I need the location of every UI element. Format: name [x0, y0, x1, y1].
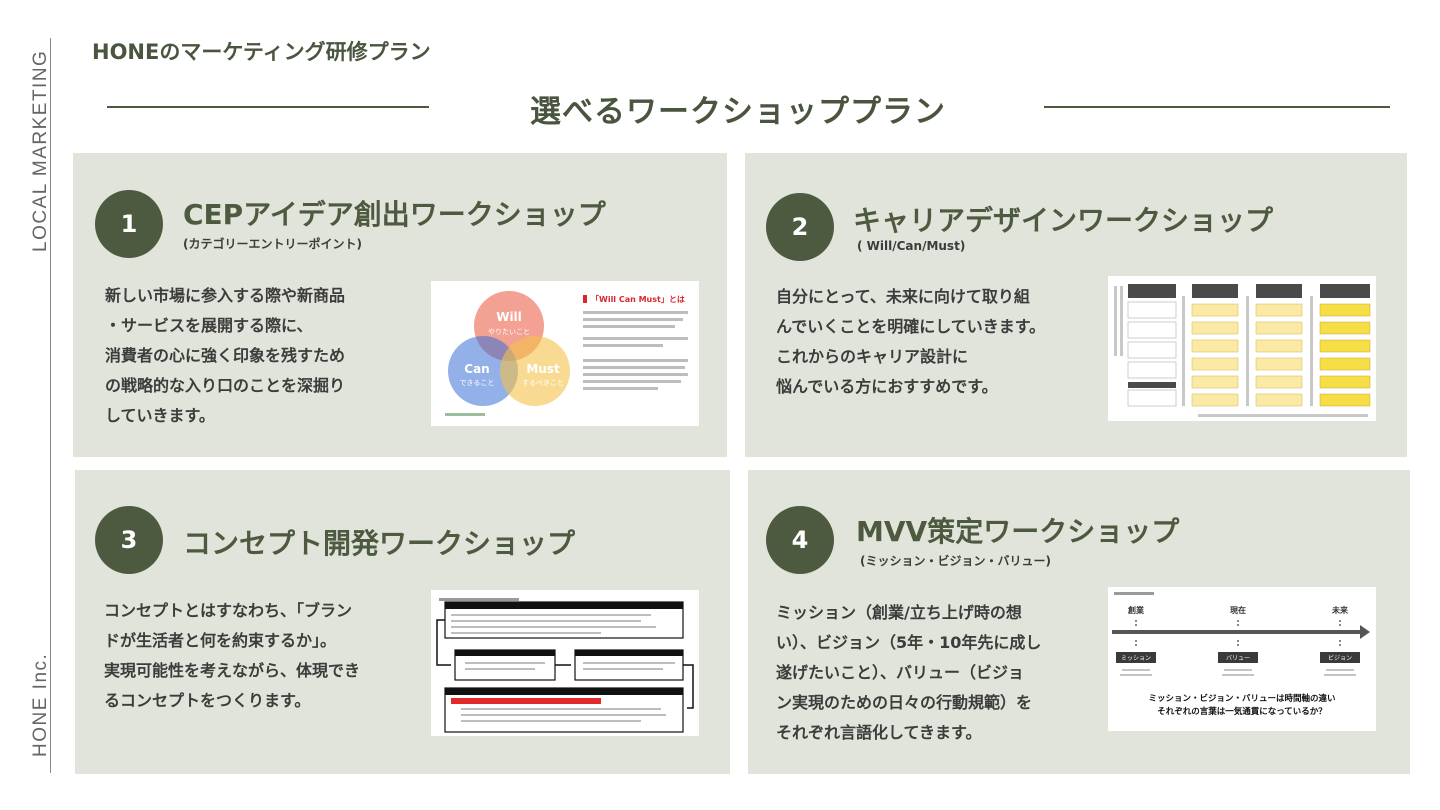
title-rule-right	[1044, 106, 1390, 108]
box-vision	[1320, 652, 1360, 663]
desc-line: い）、ビジョン（5年・10年先に成し	[776, 633, 1042, 652]
thumb-heading: 「Will Can Must」とは	[591, 294, 685, 304]
card-title: キャリアデザインワークショップ	[853, 204, 1274, 237]
flow-box-top-text	[451, 614, 656, 634]
timeline-caption-2: それぞれの言葉は一気通貫になっているか？	[1157, 706, 1327, 717]
thumb-heading-marker	[583, 295, 587, 303]
venn-diagram: Will やりたいこと Can できること Must するべきこと 「Will …	[445, 291, 688, 416]
flow-box-bottom-header	[445, 688, 683, 695]
table-left-boxes	[1127, 301, 1177, 407]
desc-line: ミッション（創業/立ち上げ時の想	[776, 603, 1022, 622]
desc-line: ・サービスを展開する際に、	[105, 316, 313, 335]
venn-must-circle	[500, 336, 570, 406]
card-description: 新しい市場に参入する際や新商品 ・サービスを展開する際に、 消費者の心に強く印象…	[105, 281, 425, 431]
desc-line: していきます。	[105, 406, 215, 425]
thumb-text-placeholder	[583, 311, 688, 390]
desc-line: るコンセプトをつくります。	[104, 691, 311, 710]
card-subtitle: ( Will/Can/Must)	[857, 239, 966, 253]
flow-box-middle-text	[465, 662, 675, 670]
workshop-card-cep: 1 CEPアイデア創出ワークショップ (カテゴリーエントリーポイント) 新しい市…	[73, 153, 727, 457]
concept-flow-thumbnail	[431, 590, 699, 736]
card-number-badge: 3	[95, 506, 163, 574]
mvv-timeline-thumbnail: 創業 現在 未来 ミッション バリュー ビジョン	[1108, 587, 1376, 731]
will-can-must-thumbnail: Will やりたいこと Can できること Must するべきこと 「Will …	[431, 281, 699, 426]
timeline-dots	[1135, 620, 1341, 646]
card-title: CEPアイデア創出ワークショップ	[183, 198, 606, 231]
flow-box-right-header	[575, 650, 683, 656]
timeline-label-founding: 創業	[1127, 605, 1145, 615]
table-gold-cells	[1319, 303, 1371, 407]
workshop-card-concept: 3 コンセプト開発ワークショップ コンセプトとはすなわち、「ブラン ドが生活者と…	[75, 470, 730, 774]
mvv-timeline: 創業 現在 未来 ミッション バリュー ビジョン	[1112, 592, 1370, 717]
venn-will-sub: やりたいこと	[488, 328, 530, 336]
desc-line: コンセプトとはすなわち、「ブラン	[104, 601, 353, 620]
workshop-card-career: 2 キャリアデザインワークショップ ( Will/Can/Must) 自分にとっ…	[745, 153, 1407, 457]
box-mission-label: ミッション	[1121, 655, 1151, 662]
flow-arrow-left	[436, 619, 451, 666]
desc-line: 遂げたいこと）、バリュー（ビジョ	[776, 663, 1025, 682]
desc-line: の戦略的な入り口のことを深掘り	[105, 376, 346, 395]
concept-flow-diagram	[436, 598, 694, 733]
desc-line: 実現可能性を考えながら、体現でき	[104, 661, 361, 680]
side-label-local-marketing: LOCAL MARKETING	[30, 49, 51, 252]
venn-will-label: Will	[496, 310, 522, 324]
flow-caption	[439, 598, 519, 601]
timeline-arrowhead	[1360, 625, 1370, 639]
workshop-card-mvv: 4 MVV策定ワークショップ (ミッション・ビジョン・バリュー) ミッション（創…	[748, 470, 1410, 774]
card-description: コンセプトとはすなわち、「ブラン ドが生活者と何を約束するか」。 実現可能性を考…	[104, 596, 424, 716]
flow-highlight	[451, 698, 601, 704]
box-vision-label: ビジョン	[1328, 654, 1352, 662]
venn-must-sub: するべきこと	[522, 379, 564, 387]
desc-line: これからのキャリア設計に	[776, 347, 969, 366]
table-section-header	[1128, 382, 1176, 388]
page-title: 選べるワークショッププラン	[530, 94, 946, 130]
box-descriptions	[1120, 669, 1356, 676]
timeline-label-future: 未来	[1331, 605, 1349, 615]
box-value-label: バリュー	[1226, 655, 1250, 662]
flow-box-left-header	[455, 650, 555, 656]
desc-line: それぞれ言語化してきます。	[776, 723, 982, 742]
flow-arrow-right	[683, 664, 694, 709]
framework-table	[1114, 284, 1371, 417]
table-column-headers	[1128, 284, 1370, 298]
venn-can-circle	[448, 336, 518, 406]
timeline-caption	[1114, 592, 1154, 595]
card-subtitle: (カテゴリーエントリーポイント)	[183, 237, 362, 251]
box-value	[1218, 652, 1258, 663]
career-framework-thumbnail	[1108, 276, 1376, 421]
desc-line: 新しい市場に参入する際や新商品	[105, 286, 346, 305]
venn-can-sub: できること	[460, 379, 495, 387]
card-number-badge: 2	[766, 193, 834, 261]
flow-box-top-header	[445, 602, 683, 609]
brand-heading: HONEのマーケティング研修プラン	[92, 40, 431, 64]
card-title: MVV策定ワークショップ	[856, 515, 1180, 548]
desc-line: 自分にとって、未来に向けて取り組	[776, 287, 1030, 306]
timeline-bar	[1112, 630, 1362, 634]
flow-box-bottom-text	[461, 708, 666, 722]
desc-line: ドが生活者と何を約束するか」。	[104, 631, 337, 650]
side-label-company: HONE Inc.	[30, 652, 51, 757]
venn-can-label: Can	[464, 362, 489, 376]
timeline-caption-1: ミッション・ビジョン・バリューは時間軸の違い	[1148, 693, 1335, 704]
card-number-badge: 4	[766, 506, 834, 574]
card-number-badge: 1	[95, 190, 163, 258]
desc-line: んでいくことを明確にしていきます。	[776, 317, 1046, 336]
card-subtitle: (ミッション・ビジョン・バリュー)	[860, 554, 1051, 568]
box-mission	[1116, 652, 1156, 663]
card-description: 自分にとって、未来に向けて取り組 んでいくことを明確にしていきます。 これからの…	[776, 282, 1096, 402]
timeline-label-present: 現在	[1230, 605, 1246, 615]
thumb-footer-note	[445, 413, 485, 416]
side-divider	[50, 38, 51, 773]
desc-line: 消費者の心に強く印象を残すため	[105, 346, 346, 365]
desc-line: ン実現のための日々の行動規範）を	[776, 693, 1033, 712]
card-title: コンセプト開発ワークショップ	[183, 527, 576, 560]
title-rule-left	[107, 106, 429, 108]
card-description: ミッション（創業/立ち上げ時の想 い）、ビジョン（5年・10年先に成し 遂げたい…	[776, 598, 1096, 748]
table-yellow-cells	[1191, 303, 1303, 407]
venn-must-label: Must	[526, 362, 560, 376]
table-vertical-text	[1114, 286, 1313, 406]
table-footnote	[1198, 414, 1368, 417]
desc-line: 悩んでいる方におすすめです。	[776, 377, 998, 396]
